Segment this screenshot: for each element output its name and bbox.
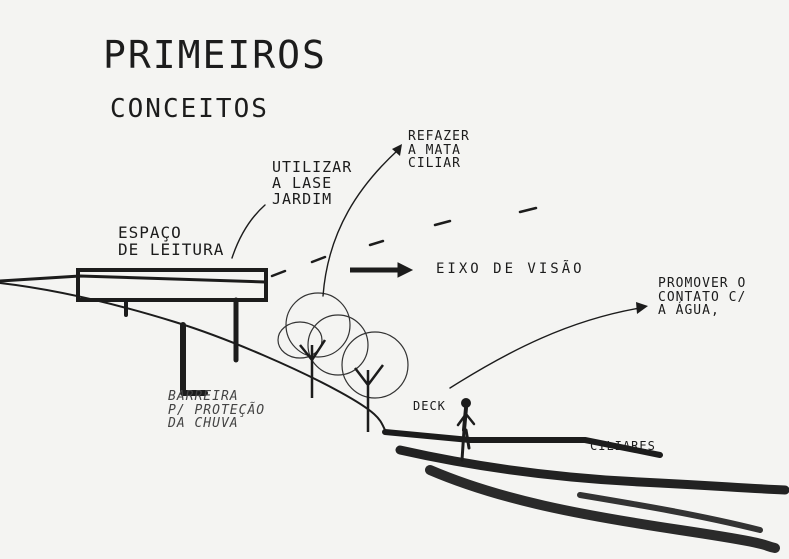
- label-ciliares: CILIARES: [590, 440, 656, 453]
- reading-platform: [78, 270, 266, 393]
- sketch-subtitle: CONCEITOS: [110, 96, 269, 123]
- sketch-title: PRIMEIROS: [103, 36, 327, 76]
- label-deck: DECK: [413, 400, 446, 413]
- view-axis-arrow: [350, 263, 412, 277]
- arrow-utilizar-curve: [232, 205, 265, 258]
- label-promover-contato-agua: PROMOVER O CONTATO C/ A ÁGUA,: [658, 277, 746, 318]
- label-barreira-protecao-chuva: BARREIRA P/ PROTEÇÃO DA CHUVA: [168, 390, 265, 431]
- person-figure: [458, 399, 474, 461]
- label-utilizar-lase-jardim: UTILIZAR A LASE JARDIM: [272, 160, 352, 207]
- terrain-line-upper: [0, 276, 265, 282]
- label-eixo-visao: EIXO DE VISÃO: [436, 262, 585, 277]
- label-espaco-leitura: ESPAÇO DE LEITURA: [118, 225, 224, 259]
- arrow-promover-curve: [450, 308, 640, 388]
- trees: [278, 293, 408, 432]
- label-refazer-mata-ciliar: REFAZER A MATA CILIAR: [408, 130, 470, 171]
